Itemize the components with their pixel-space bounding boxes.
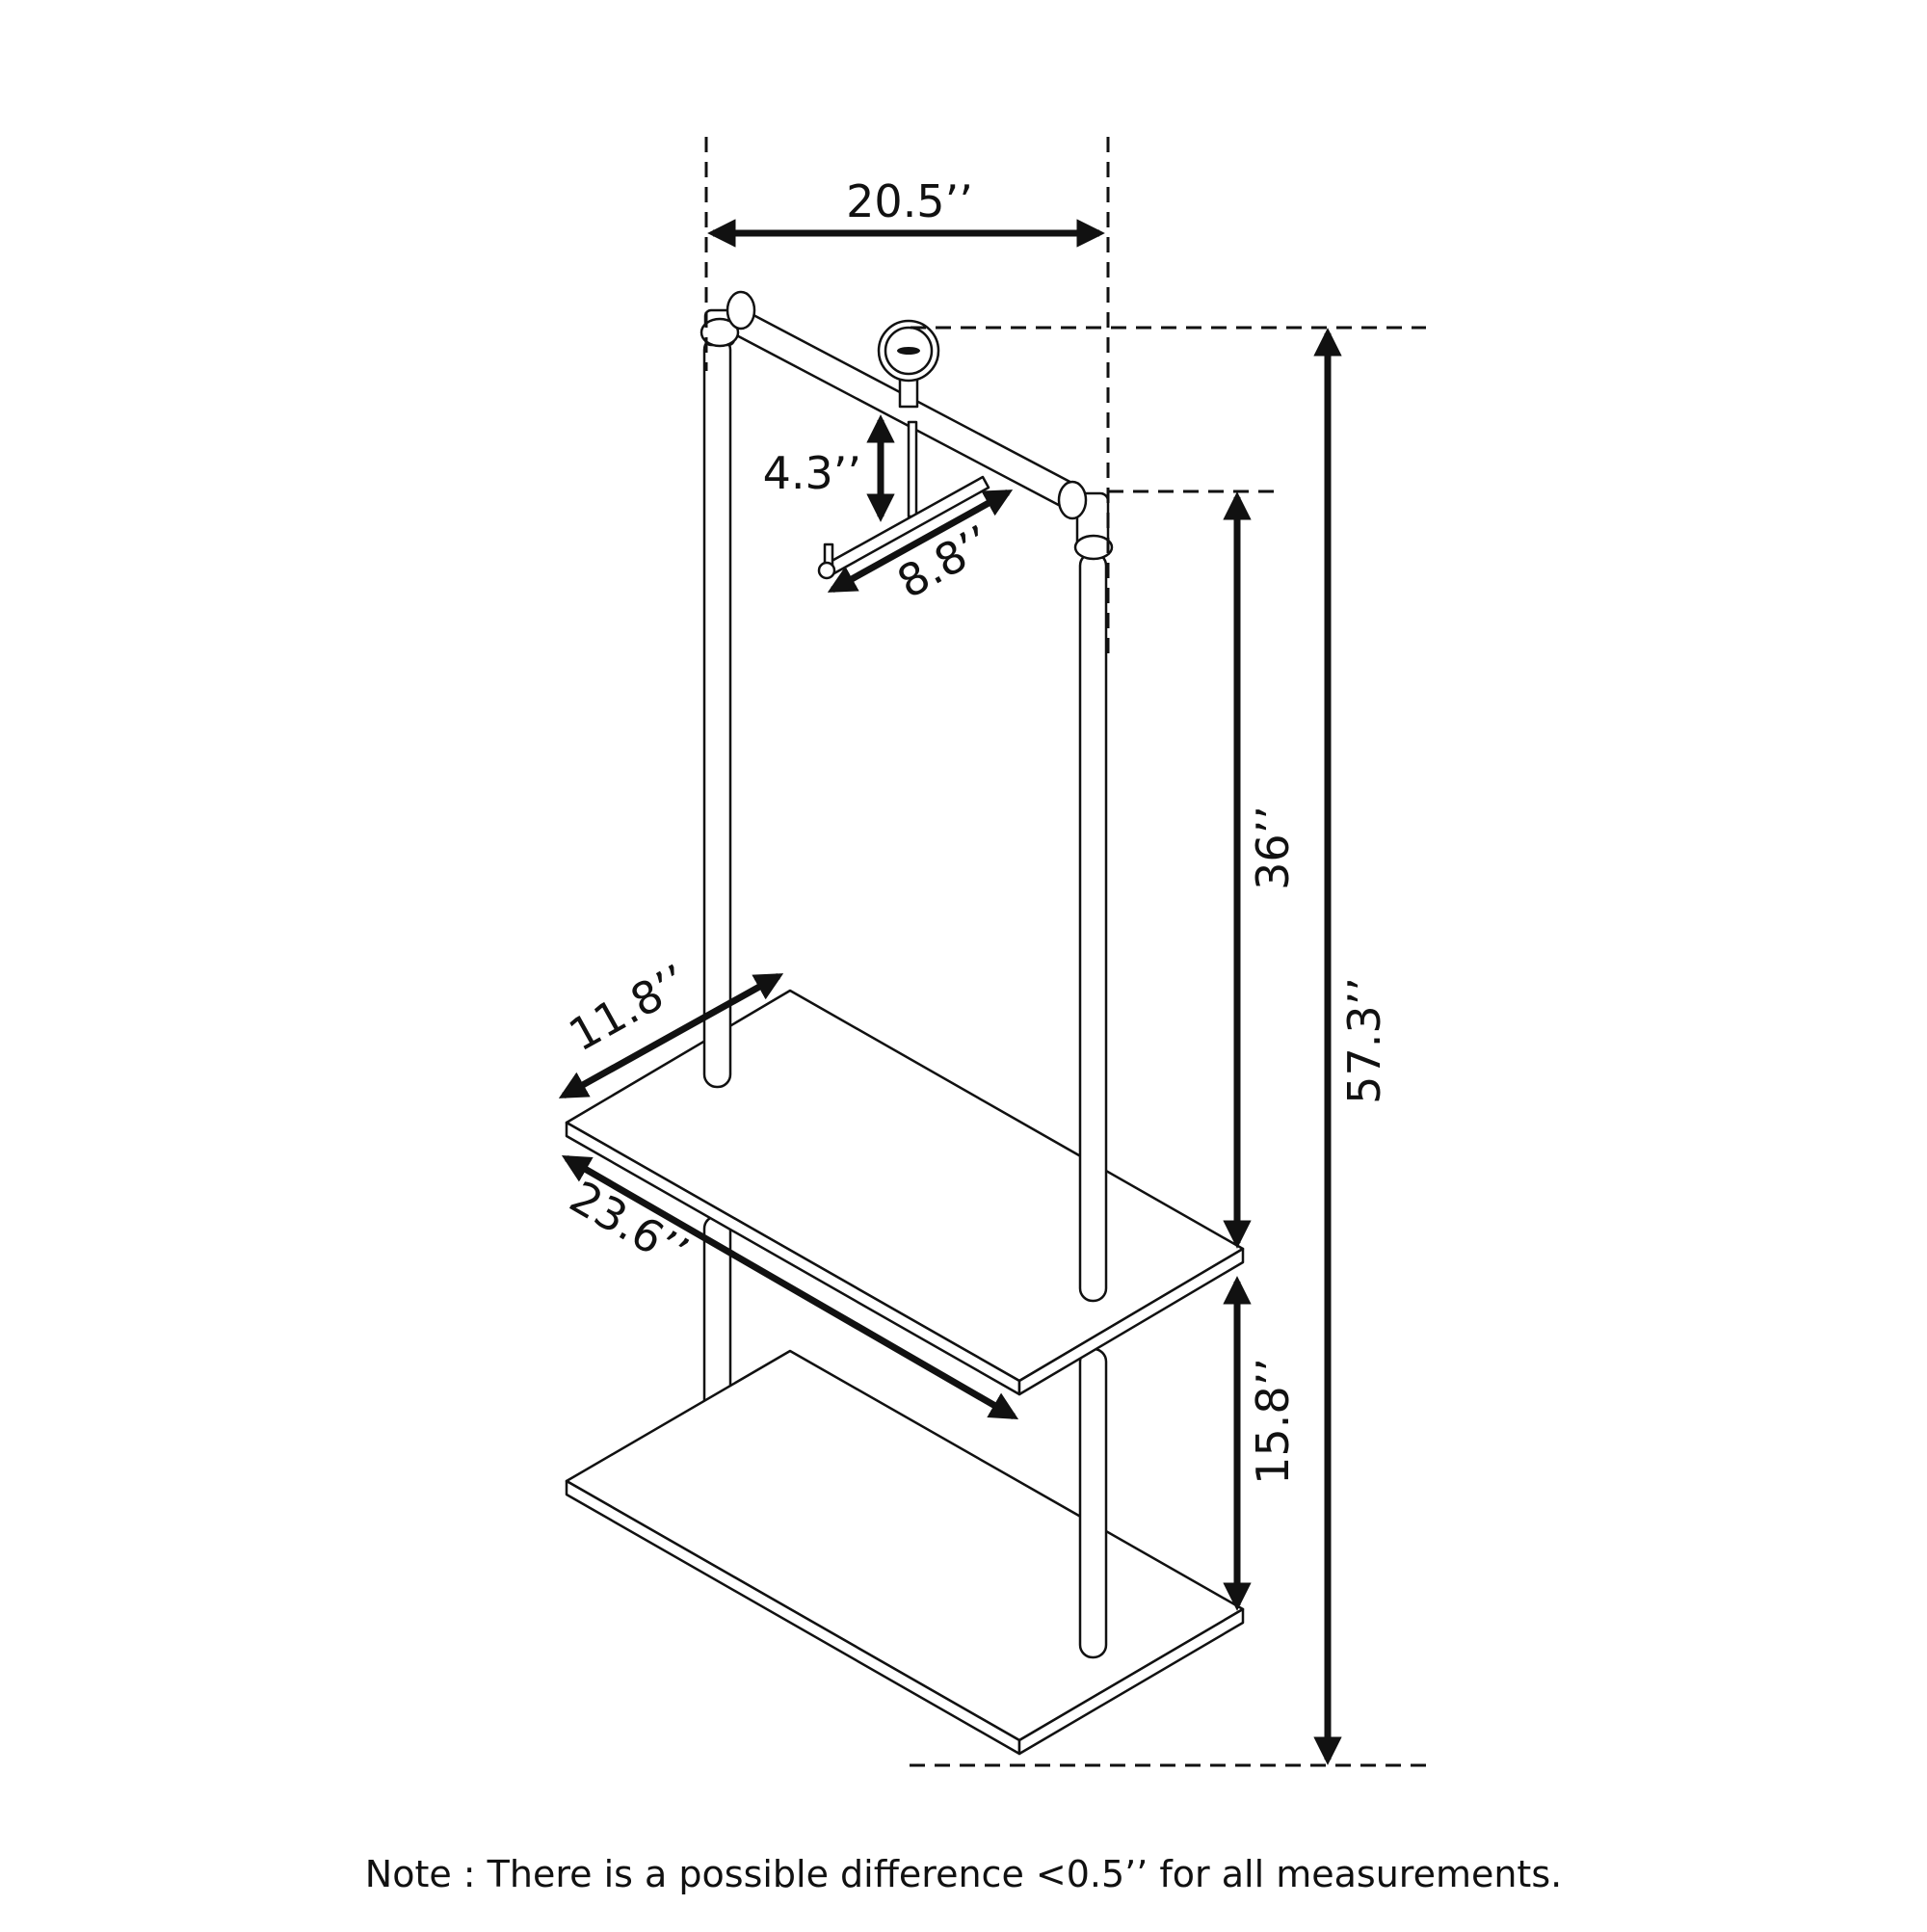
front-right-pipe-lower (1078, 1347, 1108, 1659)
arrow-hook-length (827, 489, 1014, 594)
right-elbow-fitting (1057, 480, 1114, 561)
hanger-knob (877, 319, 940, 409)
label-overall-height: 57.3’’ (1338, 977, 1390, 1104)
label-upper-clearance: 36’’ (1247, 806, 1299, 890)
label-shelf-spacing: 15.8’’ (1247, 1358, 1299, 1485)
front-right-pipe-upper (1078, 551, 1108, 1303)
hall-tree-illustration (565, 290, 1245, 1756)
arrow-shelf-depth (558, 972, 784, 1099)
bottom-shelf (565, 1349, 1245, 1756)
back-left-pipe-upper (702, 335, 732, 1089)
left-elbow-fitting (700, 290, 756, 348)
label-overall-width: 20.5’’ (846, 175, 973, 227)
extension-lines (704, 137, 1426, 1767)
label-hook-height: 4.3’’ (763, 447, 861, 499)
top-shelf (565, 989, 1245, 1396)
label-shelf-depth: 11.8’’ (561, 954, 697, 1061)
measurement-note: Note : There is a possible difference <0… (365, 1853, 1562, 1895)
dimension-arrows (558, 219, 1342, 1765)
arrow-shelf-width (561, 1154, 1019, 1420)
